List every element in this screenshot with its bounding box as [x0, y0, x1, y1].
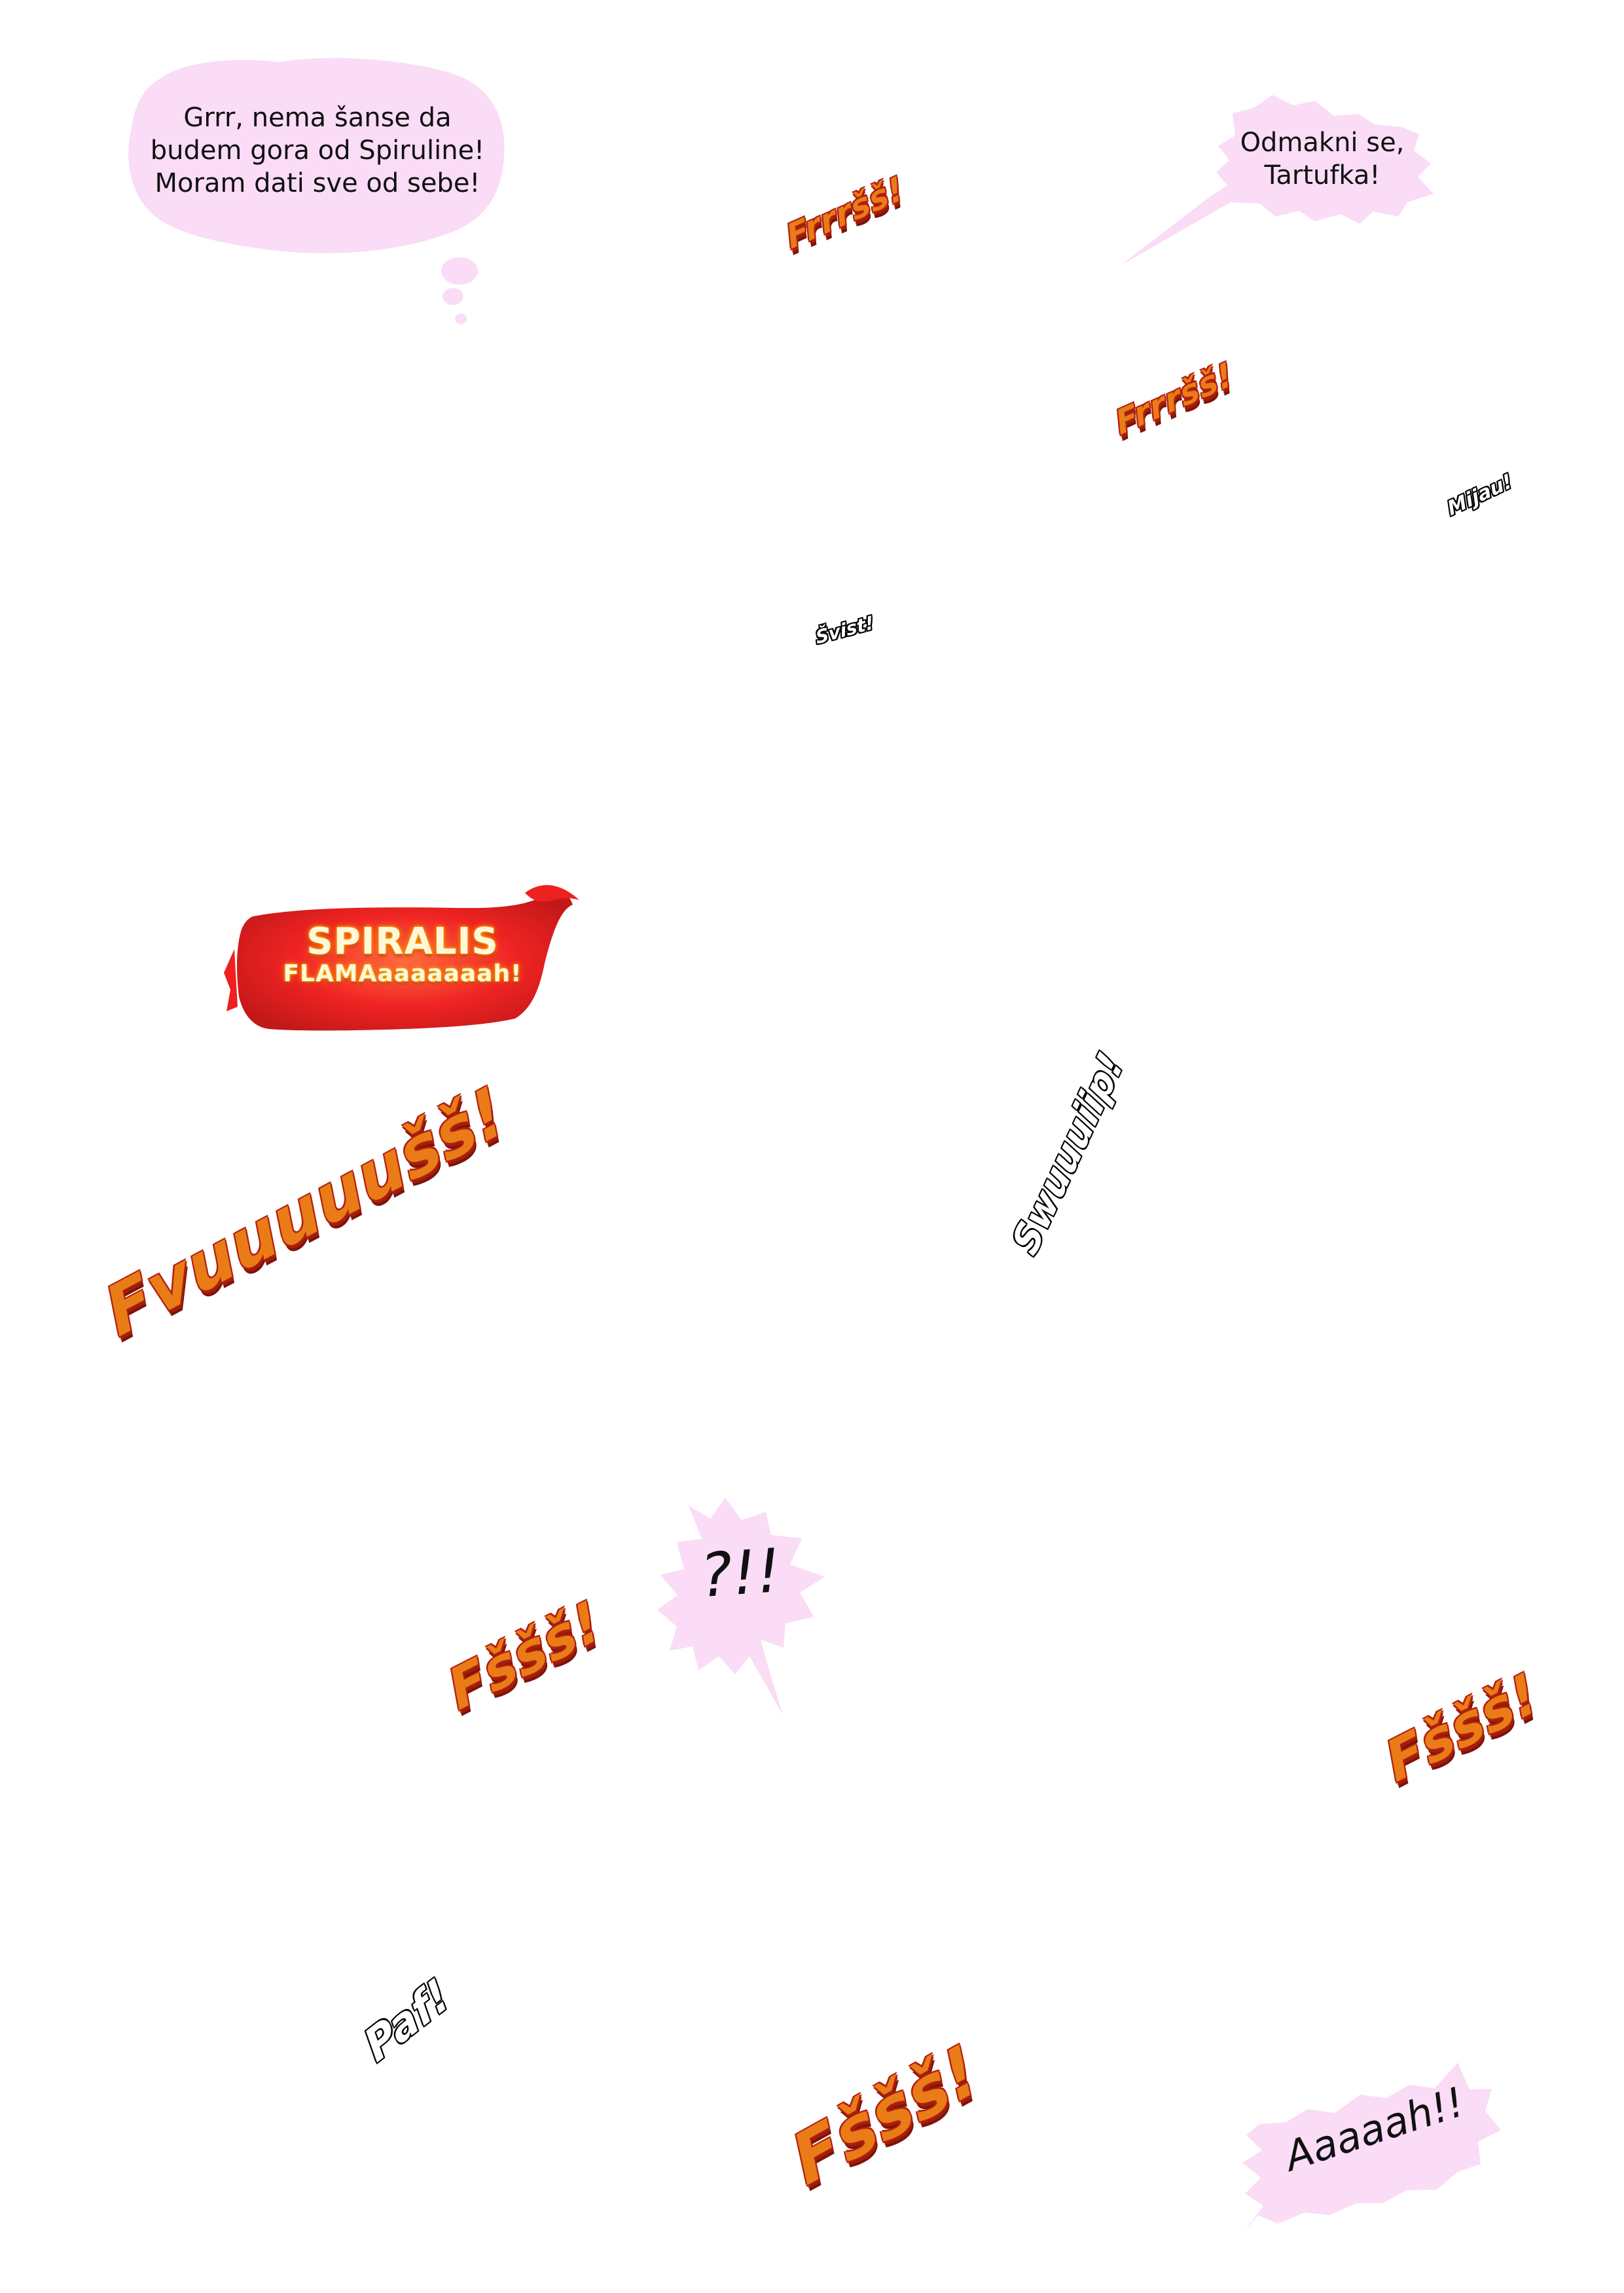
thought-bubble-shape — [128, 58, 505, 253]
thought-dot-medium — [442, 288, 463, 305]
speech-line-2: Tartufka! — [1264, 160, 1380, 190]
scream-bubble-shape — [1242, 2063, 1501, 2232]
spell-line-1: SPIRALIS — [306, 920, 499, 963]
spell-banner-swoosh — [525, 885, 579, 902]
spell-banner-tail-left — [224, 949, 238, 1011]
spell-banner-shape — [236, 890, 573, 1031]
question-bubble-text: ?!! — [698, 1535, 784, 1612]
spell-text: SPIRALIS FLAMAaaaaaaah! — [262, 920, 543, 987]
thought-line-3: Moram dati sve od sebe! — [154, 168, 480, 198]
spell-banner: SPIRALIS FLAMAaaaaaaah! — [236, 890, 602, 1041]
thought-dot-large — [441, 257, 478, 285]
thought-dot-small — [455, 314, 467, 324]
speech-line-1: Odmakni se, — [1240, 128, 1405, 158]
speech-bubble-shape — [1120, 95, 1434, 266]
thought-bubble-text: Grrr, nema šanse da budem gora od Spirul… — [141, 101, 494, 200]
spell-line-2: FLAMAaaaaaaah! — [283, 960, 522, 987]
thought-line-2: budem gora od Spiruline! — [150, 135, 485, 166]
speech-bubble-text: Odmakni se, Tartufka! — [1237, 126, 1407, 192]
thought-line-1: Grrr, nema šanse da — [183, 103, 452, 133]
question-bubble-shape — [657, 1498, 825, 1715]
